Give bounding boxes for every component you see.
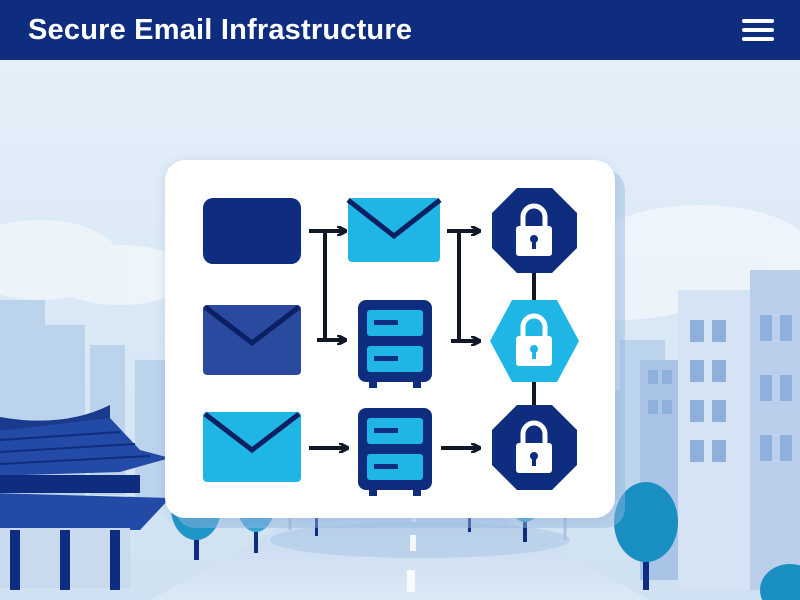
padlock-octagon-icon xyxy=(492,188,577,273)
flow-arrow xyxy=(457,231,479,341)
email-flow-diagram xyxy=(203,188,579,496)
padlock-hexagon-icon xyxy=(490,300,579,382)
flow-arrows xyxy=(309,231,479,448)
padlock-octagon-icon xyxy=(492,405,577,490)
envelope-icon xyxy=(203,412,301,482)
envelope-icon xyxy=(346,198,442,262)
page-title: Secure Email Infrastructure xyxy=(28,13,413,46)
flow-arrow xyxy=(309,229,345,340)
illustration-scene xyxy=(0,60,800,600)
traditional-gate-building xyxy=(0,405,170,590)
server-rack-icon xyxy=(358,300,432,388)
document-block-icon xyxy=(203,198,301,264)
email-security-diagram-card xyxy=(165,160,615,518)
server-rack-icon xyxy=(358,408,432,496)
right-buildings xyxy=(640,270,800,590)
hamburger-menu-icon[interactable] xyxy=(742,16,774,44)
app-header: Secure Email Infrastructure xyxy=(0,0,800,60)
city-background xyxy=(0,60,800,600)
envelope-icon xyxy=(203,305,301,375)
